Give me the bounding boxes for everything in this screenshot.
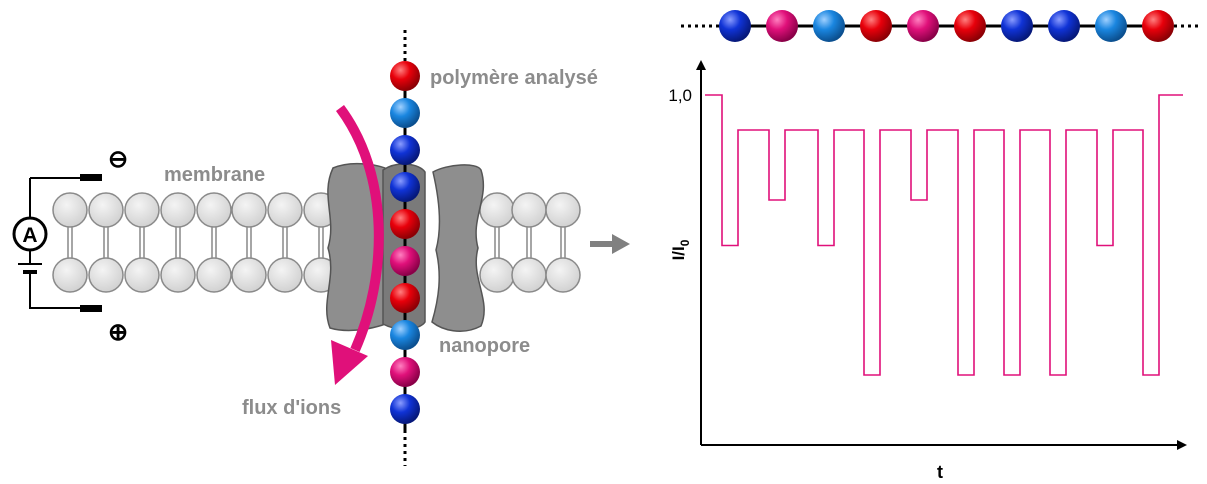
lipid-pair — [267, 192, 303, 293]
ion-flux-label: flux d'ions — [242, 397, 341, 419]
lipid-pair — [88, 192, 124, 293]
polymer-label: polymère analysé — [430, 67, 598, 89]
membrane-label: membrane — [164, 164, 265, 186]
monomer-bead — [390, 283, 420, 313]
lipid-pair — [52, 192, 88, 293]
lipid-pair — [231, 192, 267, 293]
ammeter-icon: A — [12, 216, 48, 252]
electrical-circuit — [18, 174, 102, 312]
monomer-bead — [860, 10, 892, 42]
polymer-sequence-row — [681, 10, 1200, 42]
lipid-pair — [545, 192, 581, 293]
svg-text:I/I0: I/I0 — [669, 239, 692, 260]
lipid-pair — [124, 192, 160, 293]
monomer-bead — [766, 10, 798, 42]
monomer-bead — [390, 320, 420, 350]
monomer-bead — [1048, 10, 1080, 42]
positive-terminal-icon: ⊕ — [108, 319, 128, 346]
negative-terminal-icon: ⊖ — [108, 146, 128, 173]
polymer-strand — [390, 30, 420, 466]
monomer-bead — [390, 357, 420, 387]
lipid-pair — [479, 192, 515, 293]
y-axis-label: I/I0 — [669, 239, 692, 260]
monomer-bead — [719, 10, 751, 42]
monomer-bead — [390, 246, 420, 276]
monomer-bead — [813, 10, 845, 42]
nanopore-label: nanopore — [439, 335, 530, 357]
monomer-bead — [390, 98, 420, 128]
x-axis-label: t — [937, 462, 943, 482]
monomer-bead — [390, 61, 420, 91]
lipid-pair — [160, 192, 196, 293]
monomer-bead — [1001, 10, 1033, 42]
lipid-bilayer-membrane — [52, 192, 581, 293]
current-trace — [705, 94, 1183, 376]
current-trace-graph: 1,0 I/I0 t — [668, 60, 1187, 482]
ion-flux-arrow — [331, 105, 384, 385]
monomer-bead — [1142, 10, 1174, 42]
monomer-bead — [1095, 10, 1127, 42]
monomer-bead — [390, 135, 420, 165]
lipid-pair — [196, 192, 232, 293]
svg-text:A: A — [22, 224, 37, 247]
right-arrow-icon — [590, 234, 630, 254]
monomer-bead — [390, 172, 420, 202]
y-tick-label: 1,0 — [668, 86, 692, 105]
monomer-bead — [954, 10, 986, 42]
lipid-pair — [511, 192, 547, 293]
monomer-bead — [390, 209, 420, 239]
monomer-bead — [907, 10, 939, 42]
monomer-bead — [390, 394, 420, 424]
